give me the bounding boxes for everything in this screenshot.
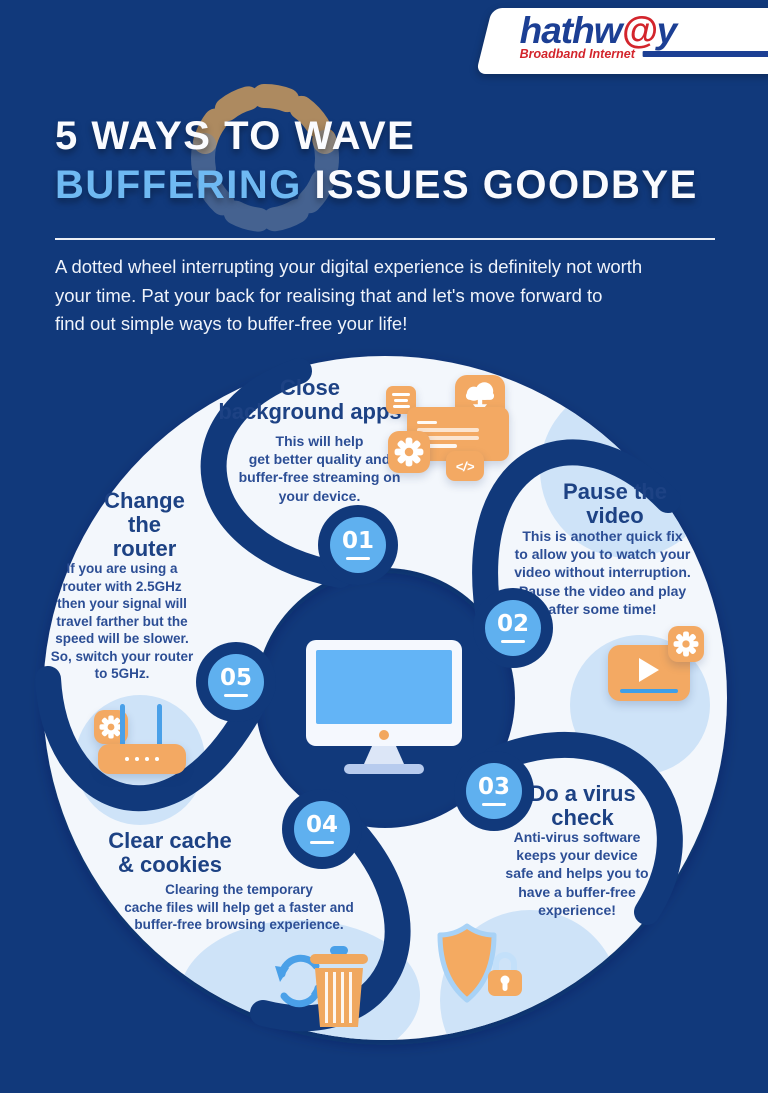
section5-body: If you are using a router with 2.5GHz th… <box>50 561 194 682</box>
video-progress-bar <box>620 689 678 693</box>
play-icon <box>639 658 659 682</box>
step-badge-04: 04 <box>294 801 350 857</box>
logo-at-symbol: @ <box>621 10 657 51</box>
intro-paragraph: A dotted wheel interrupting your digital… <box>55 256 643 335</box>
logo-underline-swoosh <box>642 51 768 57</box>
wifi-router-icon <box>98 744 186 774</box>
section4-heading: Clear cache & cookies <box>108 828 232 878</box>
padlock-icon <box>488 952 522 996</box>
title-line2: BUFFERING ISSUES GOODBYE <box>55 163 698 208</box>
section3-heading: Do a virus check <box>529 781 636 831</box>
hathway-logo: hathw@y Broadband Internet <box>475 8 768 74</box>
step-badge-05: 05 <box>208 654 264 710</box>
logo-tagline: Broadband Internet <box>519 47 635 61</box>
section4-body: Clearing the temporary cache files will … <box>124 882 354 933</box>
section2-heading: Pause the video <box>563 479 667 529</box>
title-highlight: BUFFERING <box>55 163 302 208</box>
section1-body: This will help get better quality and bu… <box>238 433 401 504</box>
code-icon: </> <box>446 451 484 481</box>
shield-icon <box>437 923 497 1003</box>
title-line1: 5 WAYS TO WAVE <box>55 114 416 158</box>
petal-separators <box>35 358 683 1032</box>
router-antenna <box>120 704 125 748</box>
gear-icon <box>668 626 704 662</box>
router-antenna <box>157 704 162 748</box>
trash-icon <box>310 946 368 1027</box>
step-badge-03: 03 <box>466 763 522 819</box>
loading-spinner-icon <box>191 84 339 232</box>
logo-wordmark: hathw@y <box>519 10 677 51</box>
document-lines-icon <box>386 386 416 414</box>
section2-body: This is another quick fix to allow you t… <box>514 528 691 617</box>
section1-heading: Close background apps <box>218 375 402 425</box>
section5-heading: Change the router <box>104 488 185 562</box>
section3-body: Anti-virus software keeps your device sa… <box>505 829 649 918</box>
title-divider <box>55 238 715 240</box>
gear-icon <box>388 431 430 473</box>
step-badge-01: 01 <box>330 517 386 573</box>
page-title: 5 WAYS TO WAVE BUFFERING ISSUES GOODBYE <box>55 112 698 210</box>
step-badge-02: 02 <box>485 600 541 656</box>
desktop-monitor-icon <box>306 640 462 774</box>
wheel-donut <box>43 356 727 1040</box>
